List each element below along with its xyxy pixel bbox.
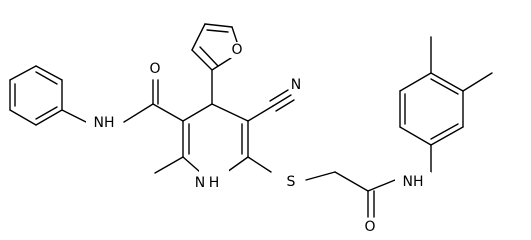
bond [61, 109, 87, 123]
bond [226, 156, 249, 173]
bond [247, 156, 272, 173]
bond [182, 103, 213, 122]
bond [123, 103, 154, 123]
furan-oxygen-label: O [230, 42, 244, 58]
bond [430, 72, 464, 92]
bond [154, 156, 184, 174]
bond [35, 71, 58, 85]
bond [35, 106, 58, 120]
bond [191, 23, 206, 51]
bond [275, 99, 295, 112]
acetamide-oxygen-label: O [362, 218, 378, 236]
bond [35, 65, 63, 81]
bond [399, 126, 432, 146]
bond [430, 123, 459, 140]
carboxamide-nh-label: NH [86, 113, 122, 131]
ring-nh-label: H H N N [195, 162, 229, 192]
bond [204, 23, 233, 28]
svg-text:NH: NH [403, 174, 424, 190]
svg-text:O: O [364, 219, 375, 235]
thioether-sulfur-label: S [280, 173, 302, 191]
bond [211, 57, 232, 71]
cyano-nitrogen-label: N [289, 76, 303, 93]
bond [152, 103, 184, 122]
bond [399, 72, 432, 92]
bond [367, 179, 396, 192]
bond [191, 49, 213, 71]
svg-text:O: O [231, 42, 242, 58]
bond [269, 89, 289, 102]
svg-text:S: S [287, 174, 296, 190]
bond [247, 105, 274, 122]
acetamide-nh-label: NH [395, 172, 431, 190]
bond [430, 126, 464, 146]
bond [206, 29, 229, 33]
bond [430, 78, 459, 95]
bond [272, 94, 292, 107]
atom-labels: N O O NH H H N N S O [86, 42, 431, 236]
bond [334, 171, 369, 192]
bond [305, 171, 336, 181]
bonds [9, 23, 493, 218]
svg-text:NH: NH [94, 115, 115, 131]
bond [9, 109, 37, 126]
bond [462, 72, 493, 92]
bond [35, 109, 63, 126]
bond [9, 65, 37, 81]
carboxamide-oxygen-label: O [147, 60, 163, 78]
svg-text:N: N [195, 175, 205, 191]
svg-text:H: H [209, 175, 220, 191]
bond [182, 156, 201, 173]
bond [231, 26, 238, 43]
svg-text:O: O [149, 61, 160, 77]
svg-text:N: N [291, 77, 301, 93]
bond [199, 46, 219, 67]
bond [211, 103, 249, 122]
